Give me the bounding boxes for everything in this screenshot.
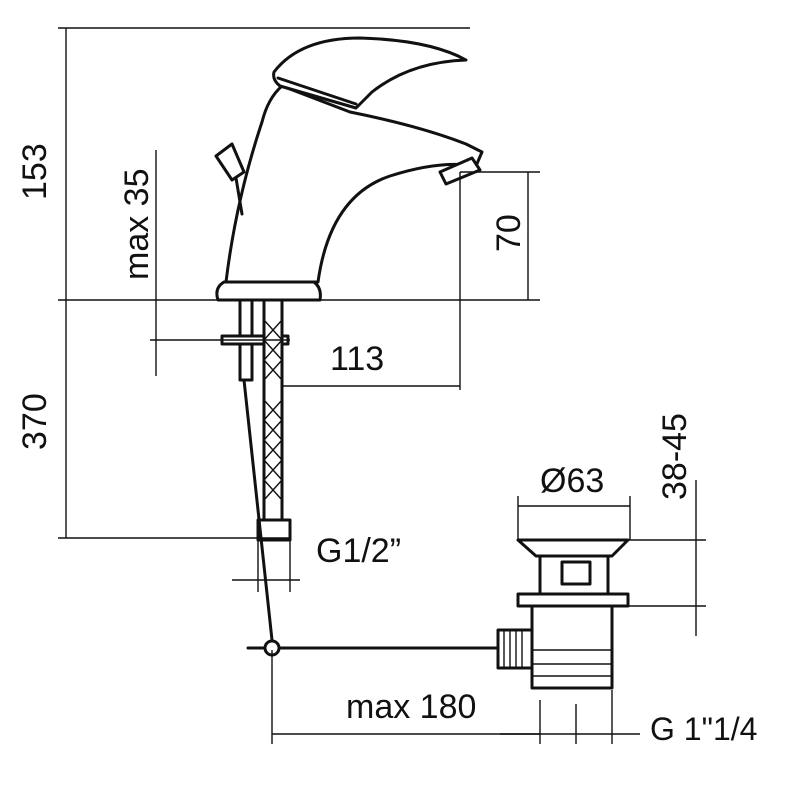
popup-rod (234, 176, 244, 216)
handle-band (276, 76, 358, 106)
dim-370: 370 (16, 393, 54, 450)
dimension-labels: 153 max 35 70 113 370 G1/2” Ø63 38-45 ma… (16, 143, 757, 747)
faucet-base (215, 280, 322, 302)
drain-assembly (246, 538, 630, 690)
dim-max35: max 35 (118, 169, 156, 281)
hose-nut (256, 518, 292, 542)
popup-knob (214, 142, 246, 182)
connector-ridges (503, 630, 523, 668)
dim-70: 70 (490, 214, 528, 252)
dim-g12: G1/2” (316, 532, 401, 570)
hose-braid (263, 319, 283, 501)
spout-aerator (438, 156, 482, 186)
drain-side-connector (496, 628, 534, 670)
supply-hoses (220, 298, 292, 642)
faucet-handle (272, 36, 468, 110)
faucet-body (224, 84, 484, 284)
dimension-lines (58, 27, 706, 744)
dim-g114: G 1"1/4 (650, 711, 757, 747)
drain-thread-lines (532, 649, 612, 677)
dim-d63: Ø63 (540, 462, 604, 500)
dim-38-45: 38-45 (656, 413, 694, 500)
dim-153: 153 (16, 143, 54, 200)
drain-flange (516, 592, 630, 608)
dim-max180: max 180 (346, 688, 476, 726)
drain-window (560, 560, 592, 586)
pull-rod (242, 378, 274, 642)
dim-113: 113 (330, 340, 384, 378)
drain-cap (516, 538, 630, 558)
faucet (214, 36, 484, 302)
